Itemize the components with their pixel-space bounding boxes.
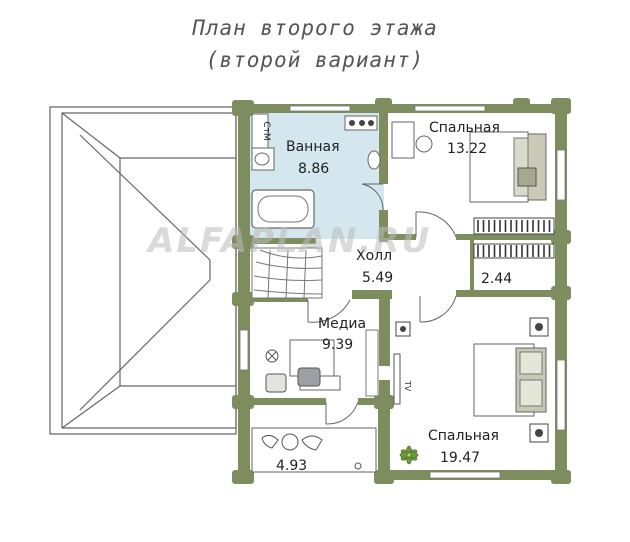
wall-closet-left: [470, 240, 474, 292]
chair-icon: [265, 367, 321, 393]
lamp-icon: [265, 349, 279, 363]
door-media: [325, 401, 359, 425]
window: [289, 105, 351, 112]
wall-balcony-left: [238, 398, 248, 480]
plant-icon: [399, 445, 419, 465]
wall-peg: [551, 286, 571, 300]
wall-media-right: [379, 296, 390, 366]
roof-hip-icon: [49, 106, 237, 435]
balcony-area: 4.93: [276, 458, 307, 474]
windows: [239, 105, 566, 479]
media-name: Медиа: [318, 316, 366, 332]
doors: [307, 183, 457, 425]
sink-icon: [251, 147, 275, 171]
wall-hall-bottom-b: [352, 290, 392, 299]
wall-balcony-right: [378, 398, 388, 480]
washer-box: СтМ: [251, 113, 271, 149]
wall-bath-right: [379, 104, 388, 184]
wall-media-bottom-b: [358, 398, 388, 405]
stairs-icon: [251, 247, 323, 299]
wall-bath-bottom: [238, 238, 316, 244]
media-area: 9.39: [322, 337, 353, 353]
door-bathroom: [361, 183, 384, 211]
bedroom-bottom-area: 19.47: [440, 450, 480, 466]
washer-label: СтМ: [261, 121, 271, 140]
plan-subtitle: (второй вариант): [205, 48, 425, 72]
window: [239, 329, 249, 371]
media-shelf: [365, 329, 379, 397]
window: [556, 359, 566, 431]
bedroom-bottom-name: Спальная: [428, 428, 499, 444]
door-bedroom-bottom: [419, 295, 457, 323]
wall-peg: [232, 395, 254, 409]
balcony-table: [251, 427, 377, 473]
toilet-icon: [367, 150, 381, 170]
wall-peg: [232, 470, 254, 484]
watermark: ALFAPLAN.RU: [145, 221, 431, 261]
wall-peg: [374, 395, 394, 409]
wall-peg: [551, 470, 571, 484]
tv-icon: TV: [393, 353, 412, 405]
bed-icon: [473, 343, 547, 417]
wall-peg: [551, 98, 571, 114]
nightstand-icon: [529, 423, 549, 443]
nightstand-icon: [529, 317, 549, 337]
bedroom-top-area: 13.22: [447, 141, 487, 157]
fireplace-icon: [395, 321, 411, 337]
wall-bedroom-top-bottom: [388, 234, 416, 240]
wall-peg: [374, 470, 394, 484]
nightstand-icon: [517, 167, 537, 187]
wall-peg: [551, 230, 571, 244]
wall-media-bottom: [238, 398, 326, 405]
bedroom-top-name: Спальная: [429, 120, 500, 136]
wall-peg: [232, 235, 254, 249]
wall-peg: [513, 98, 530, 112]
window: [414, 105, 486, 112]
window: [556, 149, 566, 201]
wall-outer-left: [238, 104, 250, 478]
wall-peg: [375, 98, 392, 112]
door-hall-media: [307, 299, 351, 323]
hall-area: 5.49: [362, 270, 393, 286]
window: [429, 471, 501, 479]
wall-peg: [232, 292, 254, 306]
hangers: [477, 220, 551, 257]
wall-hall-bottom: [238, 296, 308, 302]
tv-label: TV: [403, 380, 412, 392]
bathroom-name: Ванная: [286, 139, 340, 155]
bathtub-icon: [251, 189, 315, 229]
wall-bedroom-bottom-top: [456, 290, 560, 297]
hall-name: Холл: [356, 248, 392, 264]
wall-outer-top: [238, 104, 560, 113]
shelf-icon: [344, 115, 378, 131]
wall-bath-right-lower: [379, 210, 388, 242]
wall-bedroom-top-bottom-b: [456, 234, 560, 240]
desk-icon: [391, 121, 433, 159]
closet-area: 2.44: [481, 271, 512, 287]
plan-title: План второго этажа: [192, 16, 438, 40]
wall-peg: [232, 100, 254, 116]
door-bedroom-top: [415, 211, 457, 238]
bathroom-area: 8.86: [298, 161, 329, 177]
